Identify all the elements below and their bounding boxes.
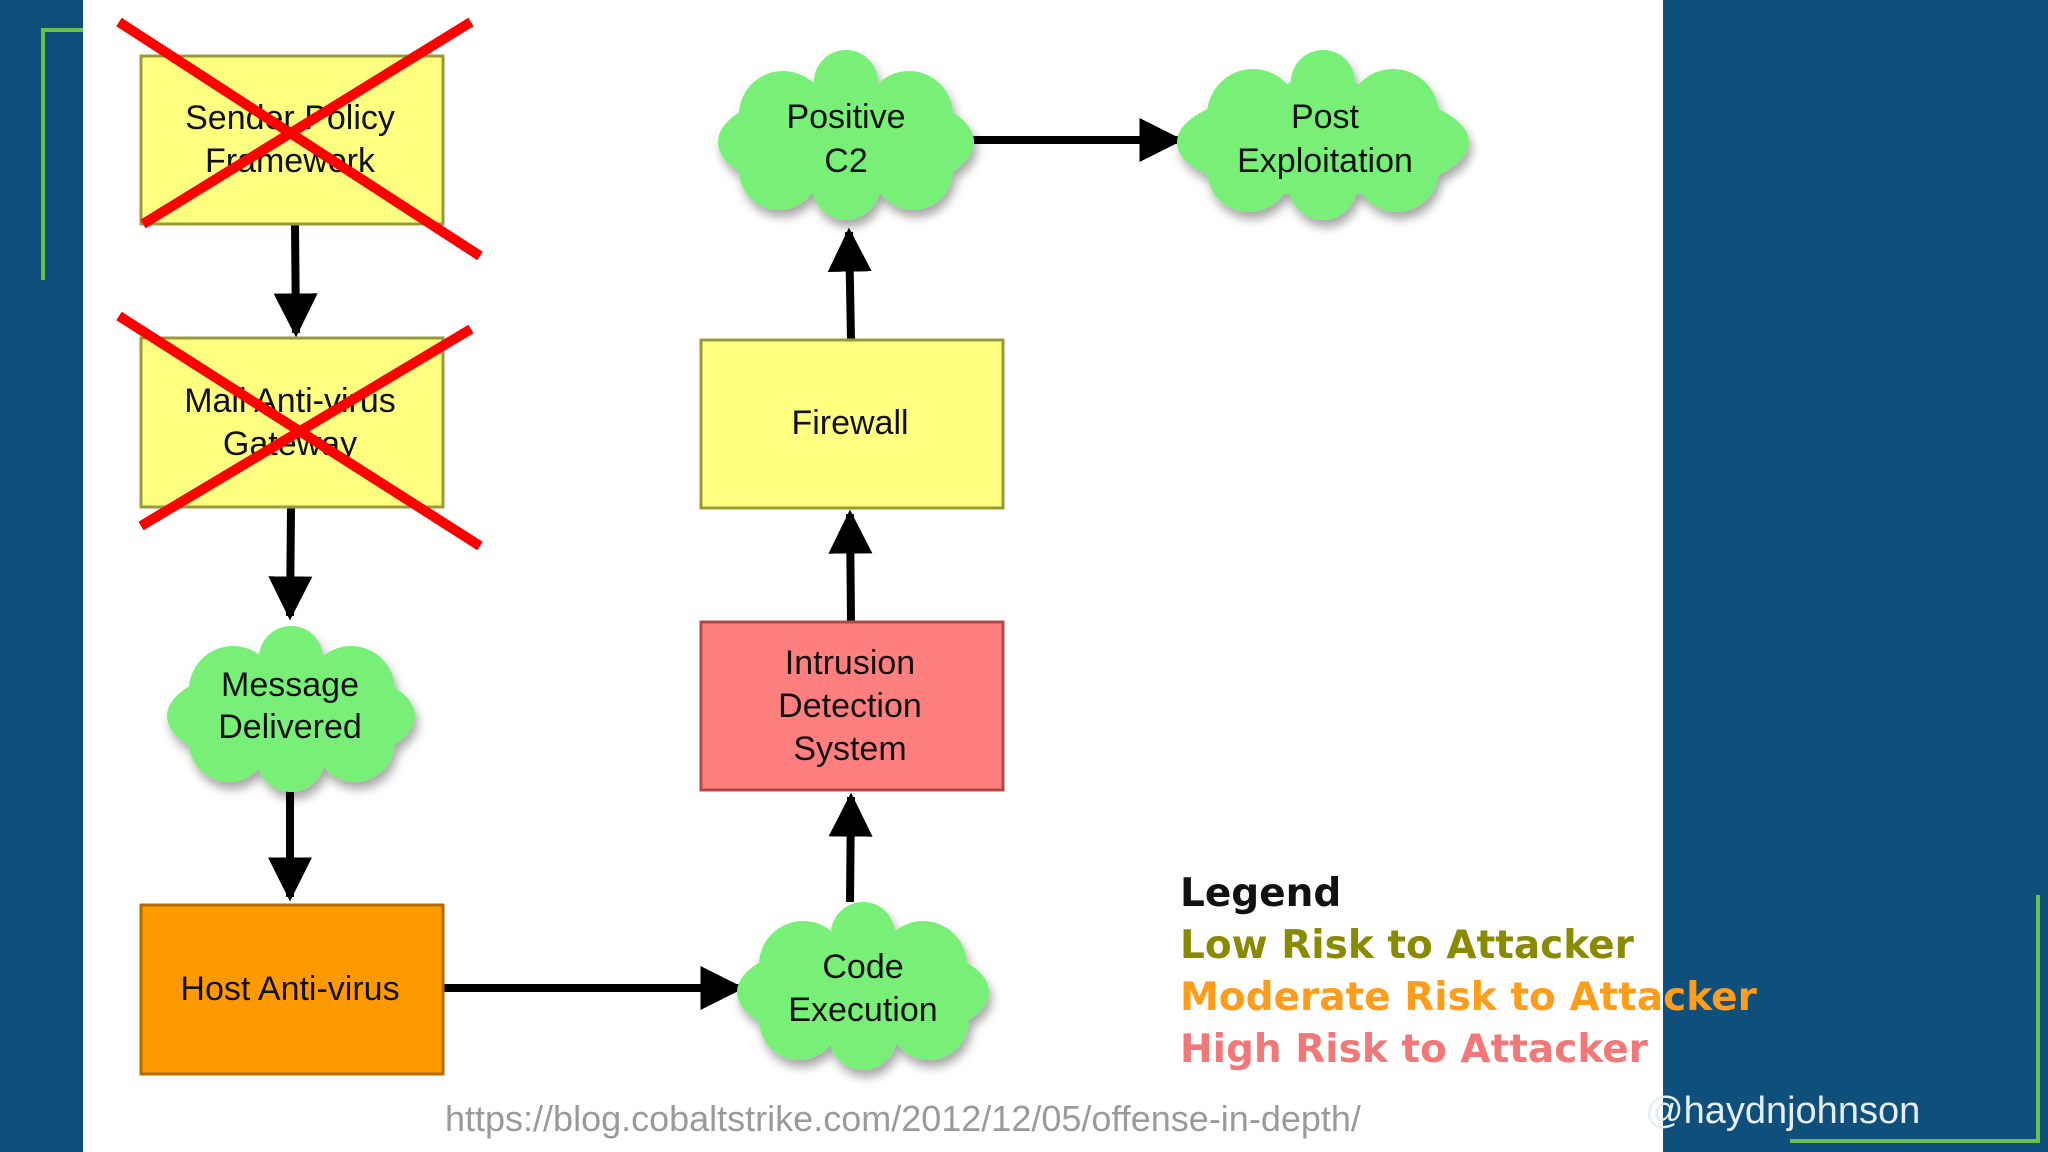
legend-low-risk: Low Risk to Attacker bbox=[1180, 923, 1634, 968]
node-label-line1: Host Anti-virus bbox=[180, 970, 399, 1008]
arrow-firewall-to-positive-c2 bbox=[827, 227, 872, 341]
legend-high-risk: High Risk to Attacker bbox=[1180, 1027, 1648, 1072]
cloud-shape bbox=[167, 626, 415, 792]
node-label-line1: Positive bbox=[786, 98, 905, 136]
cross-out-icon bbox=[116, 17, 483, 261]
cloud-shape bbox=[1177, 50, 1469, 220]
node-positive-c2: Positive C2 bbox=[718, 50, 974, 220]
slide: Sender Policy Framework Mail Anti-virus … bbox=[83, 0, 1757, 1152]
cloud-shape bbox=[718, 50, 974, 220]
node-host-anti-virus: Host Anti-virus bbox=[139, 903, 445, 1076]
node-label-line1: Firewall bbox=[791, 404, 908, 442]
arrow-code-execution-to-ids bbox=[828, 792, 873, 903]
node-label-line2: Detection bbox=[778, 687, 922, 725]
right-accent-frame bbox=[1790, 895, 2040, 1143]
node-label-line1: Code bbox=[822, 948, 903, 986]
legend: Legend Low Risk to Attacker Moderate Ris… bbox=[1180, 868, 1757, 1076]
node-label-line2: C2 bbox=[824, 142, 867, 180]
diagram: Sender Policy Framework Mail Anti-virus … bbox=[116, 17, 1469, 1076]
legend-title: Legend bbox=[1180, 871, 1342, 916]
node-code-execution: Code Execution bbox=[737, 902, 989, 1070]
node-label-line1: Mail Anti-virus bbox=[184, 382, 396, 420]
arrow-mail-av-to-message-delivered bbox=[268, 506, 313, 621]
left-accent-frame bbox=[41, 28, 87, 280]
node-intrusion-detection-system: Intrusion Detection System bbox=[699, 620, 1005, 792]
node-label-line3: System bbox=[793, 730, 906, 768]
arrow-spf-to-mail-av bbox=[273, 224, 318, 338]
cross-out-icon bbox=[116, 311, 483, 551]
arrows bbox=[268, 118, 1184, 1010]
node-firewall: Firewall bbox=[699, 338, 1005, 510]
node-label-line1: Intrusion bbox=[785, 644, 915, 682]
node-mail-anti-virus-gateway: Mail Anti-virus Gateway bbox=[116, 311, 483, 551]
legend-moderate-risk: Moderate Risk to Attacker bbox=[1180, 975, 1757, 1020]
node-box bbox=[139, 903, 445, 1076]
node-sender-policy-framework: Sender Policy Framework bbox=[116, 17, 483, 261]
node-label-line2: Delivered bbox=[218, 708, 362, 746]
cloud-shape bbox=[737, 902, 989, 1070]
node-label-line2: Exploitation bbox=[1237, 142, 1413, 180]
node-label-line2: Execution bbox=[788, 991, 937, 1029]
node-box bbox=[699, 338, 1005, 510]
node-label-line1: Message bbox=[221, 666, 359, 704]
source-url: https://blog.cobaltstrike.com/2012/12/05… bbox=[445, 1098, 1361, 1139]
node-message-delivered: Message Delivered bbox=[167, 626, 415, 792]
node-label-line1: Post bbox=[1291, 98, 1360, 136]
arrow-ids-to-firewall bbox=[828, 509, 873, 623]
node-post-exploitation: Post Exploitation bbox=[1177, 50, 1469, 220]
author-handle: @haydnjohnson bbox=[1645, 1090, 1921, 1132]
node-box bbox=[699, 620, 1005, 792]
